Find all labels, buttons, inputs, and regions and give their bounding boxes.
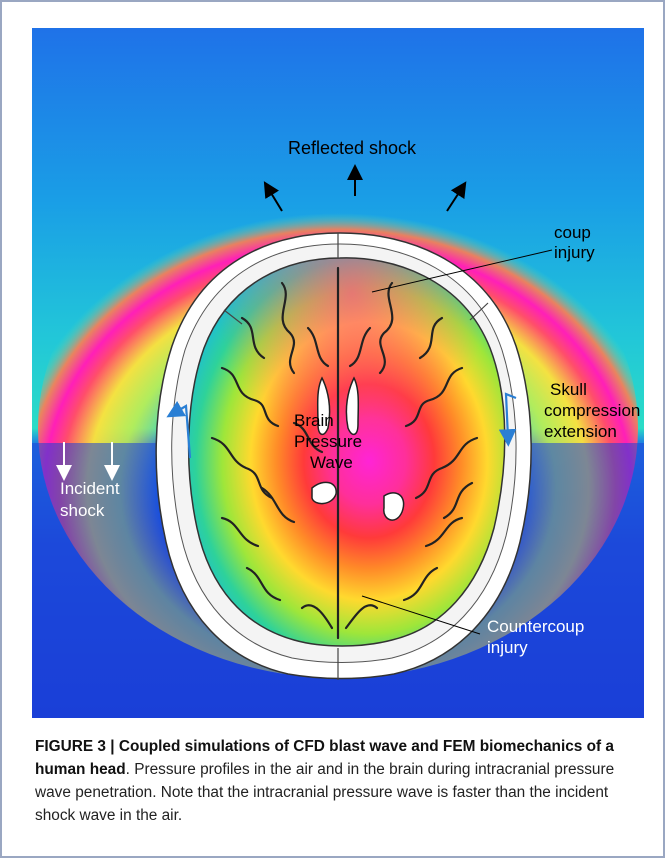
coup-label-line2: injury [554,243,595,262]
brain-wave-label-line1: Brain [294,411,334,430]
incident-shock-label-line2: shock [60,501,105,520]
brain-wave-label-line2: Pressure [294,432,362,451]
coup-label-line1: coup [554,223,591,242]
countercoup-label-line1: Countercoup [487,617,584,636]
simulation-image: Reflected shock coup injury Skull compre… [32,28,644,718]
countercoup-label-line2: injury [487,638,528,657]
brain-wave-label-line3: Wave [310,453,353,472]
skull-label-line3: extension [544,422,617,441]
figure-caption: FIGURE 3 | Coupled simulations of CFD bl… [35,735,645,827]
reflected-shock-label: Reflected shock [288,138,417,158]
incident-shock-label-line1: Incident [60,479,120,498]
skull-label-line1: Skull [550,380,587,399]
skull-label-line2: compression [544,401,640,420]
